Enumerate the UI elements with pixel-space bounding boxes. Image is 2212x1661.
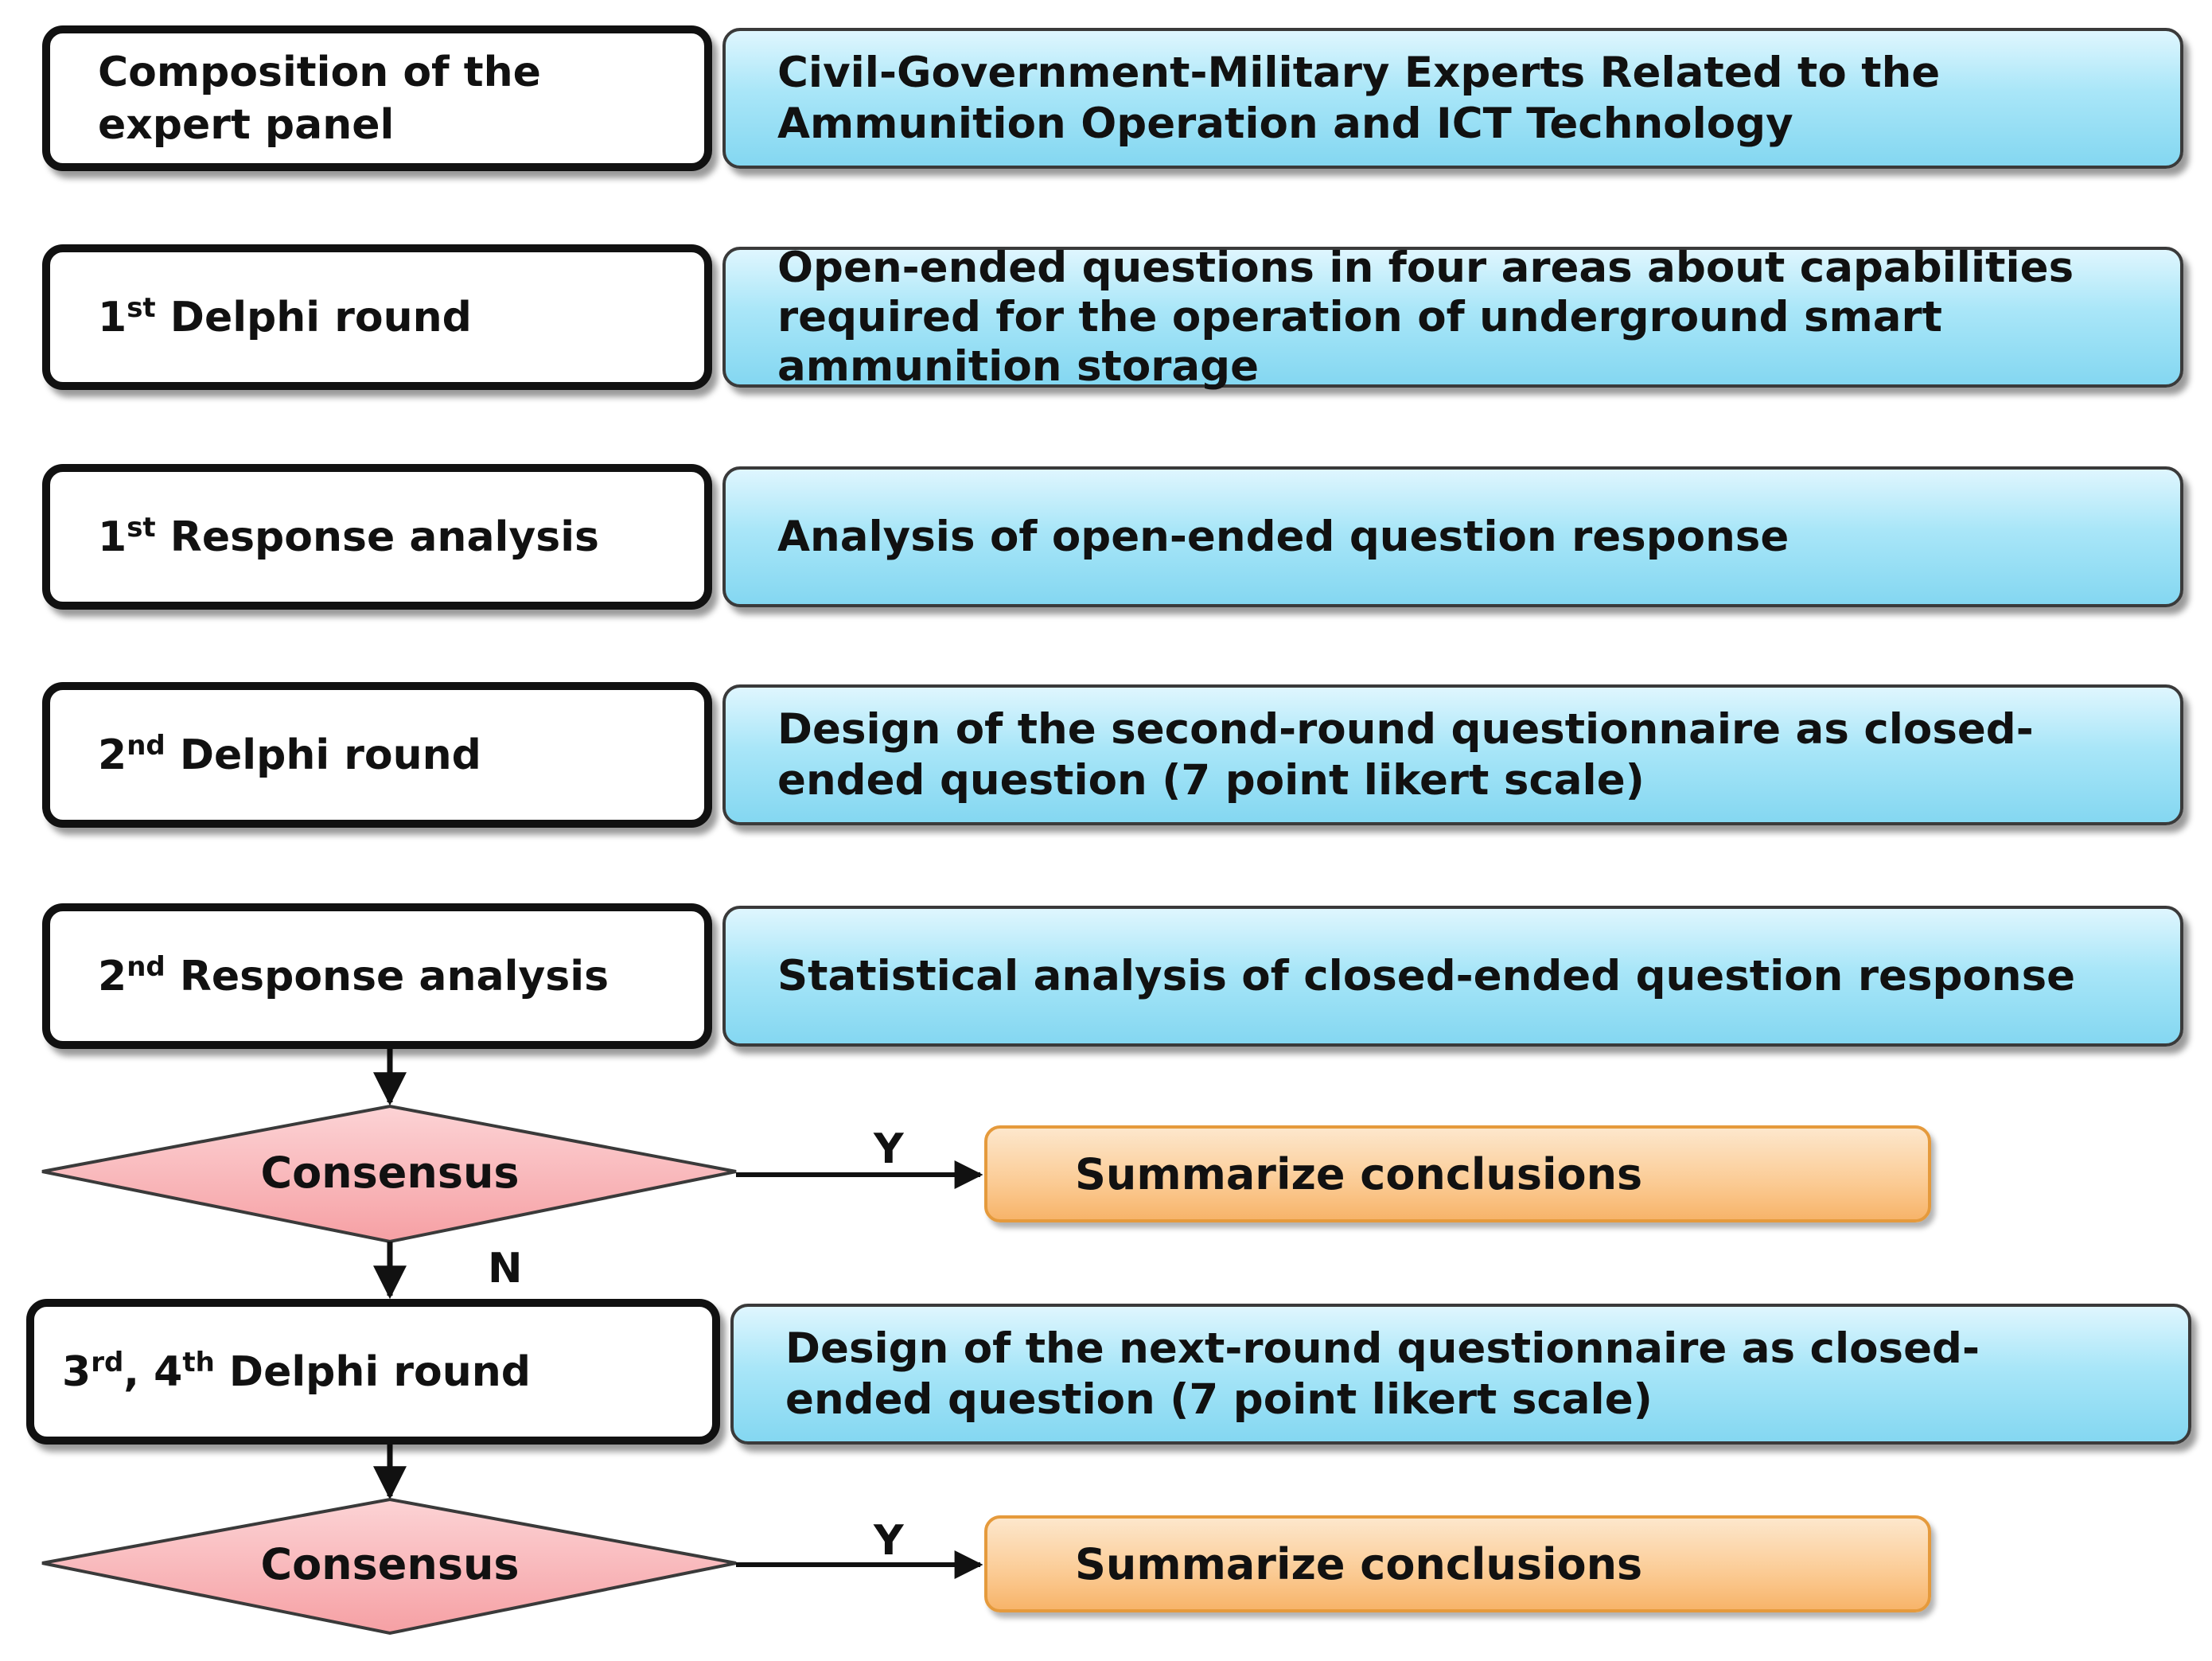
step-label-box-3: 1st Response analysis — [42, 464, 712, 610]
consensus-label-2: Consensus — [260, 1539, 520, 1589]
no-label-1: N — [488, 1245, 523, 1293]
step-description-6: Design of the next-round questionnaire a… — [785, 1324, 1980, 1424]
step-description-box-3: Analysis of open-ended question response — [722, 466, 2183, 607]
step-description-box-1: Civil-Government-Military Experts Relate… — [722, 28, 2183, 169]
outcome-label-1: Summarize conclusions — [1075, 1148, 1643, 1199]
step-label-6: 3rd, 4th Delphi round — [62, 1346, 531, 1396]
consensus-label-1: Consensus — [260, 1148, 520, 1198]
step-label-3: 1st Response analysis — [98, 511, 599, 561]
outcome-label-2: Summarize conclusions — [1075, 1538, 1643, 1589]
step-label-box-1: Composition of the expert panel — [42, 25, 712, 171]
step-description-5: Statistical analysis of closed-ended que… — [777, 951, 2076, 1000]
step-label-box-2: 1st Delphi round — [42, 244, 712, 390]
step-description-2: Open-ended questions in four areas about… — [777, 243, 2074, 391]
consensus-diamond-1 — [41, 1104, 737, 1244]
yes-label-1: Y — [874, 1125, 904, 1173]
step-description-box-5: Statistical analysis of closed-ended que… — [722, 906, 2183, 1047]
step-label-1: Composition of the expert panel — [98, 48, 541, 149]
outcome-box-2: Summarize conclusions — [984, 1515, 1931, 1612]
step-label-2: 1st Delphi round — [98, 291, 472, 341]
step-description-4: Design of the second-round questionnaire… — [777, 704, 2034, 805]
step-label-4: 2nd Delphi round — [98, 729, 481, 779]
step-description-box-6: Design of the next-round questionnaire a… — [730, 1304, 2191, 1445]
step-label-box-5: 2nd Response analysis — [42, 903, 712, 1049]
step-label-5: 2nd Response analysis — [98, 950, 609, 1000]
yes-label-2: Y — [874, 1517, 904, 1565]
step-description-3: Analysis of open-ended question response — [777, 512, 1789, 561]
step-label-box-6: 3rd, 4th Delphi round — [26, 1299, 720, 1445]
step-description-box-4: Design of the second-round questionnaire… — [722, 684, 2183, 825]
step-description-box-2: Open-ended questions in four areas about… — [722, 244, 2183, 391]
step-label-box-4: 2nd Delphi round — [42, 682, 712, 828]
outcome-box-1: Summarize conclusions — [984, 1125, 1931, 1222]
step-description-1: Civil-Government-Military Experts Relate… — [777, 48, 1941, 148]
